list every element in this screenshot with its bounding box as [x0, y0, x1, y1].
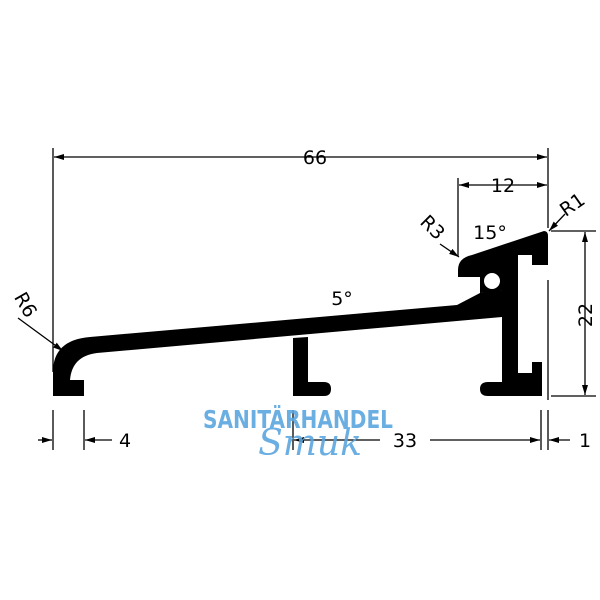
ramp-and-left-foot [53, 290, 502, 396]
angle-ramp-label: 5° [331, 288, 353, 310]
radius-head-label: R3 [416, 211, 449, 244]
right-stem-and-head [458, 231, 548, 396]
watermark-line1: SANITÄRHANDEL [203, 404, 393, 434]
dimension-lines [17, 148, 596, 450]
watermark-logo: SANITÄRHANDEL Smuk [203, 404, 393, 464]
dim-right-span: 33 [393, 430, 417, 452]
dim-height: 22 [575, 303, 597, 327]
middle-leg [293, 337, 331, 396]
angle-head-label: 15° [473, 222, 507, 244]
radius-tip-label: R1 [556, 189, 589, 222]
dim-overall-width: 66 [303, 147, 327, 169]
radius-left-label: R6 [9, 289, 41, 322]
watermark-line2: Smuk [258, 423, 362, 464]
screw-channel [484, 273, 500, 289]
profile-section [53, 231, 548, 396]
dim-head-width: 12 [491, 175, 515, 197]
dim-right-offset: 1 [579, 430, 591, 452]
dim-left-foot: 4 [119, 430, 131, 452]
